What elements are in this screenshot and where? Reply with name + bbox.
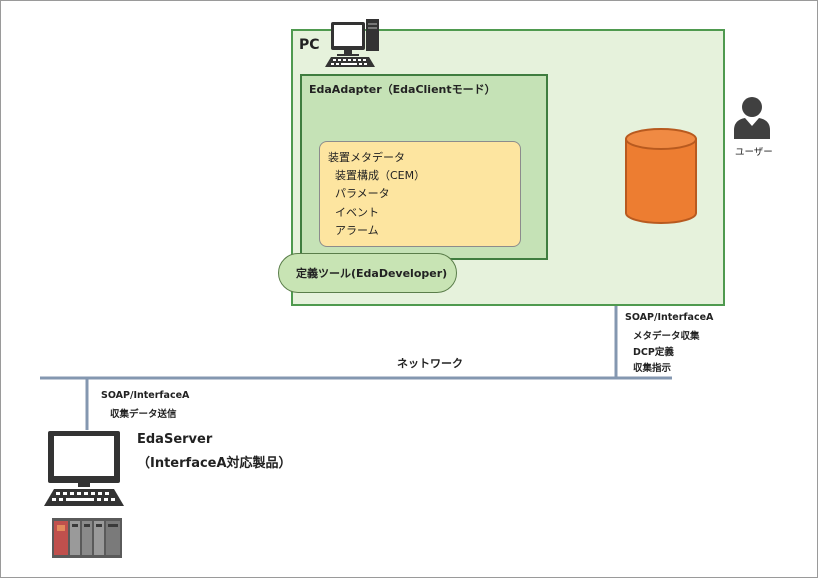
server-link-protocol: SOAP/InterfaceA xyxy=(101,390,190,401)
definition-tool-shape xyxy=(278,253,457,293)
pc-link-item: メタデータ収集 xyxy=(633,331,700,342)
equipment-icon xyxy=(52,518,122,558)
server-computer-icon xyxy=(44,431,124,506)
metadata-title: 装置メタデータ xyxy=(328,151,405,164)
metadata-box xyxy=(319,141,521,247)
metadata-item: イベント xyxy=(335,206,379,219)
pc-label: PC xyxy=(299,37,320,53)
network-label: ネットワーク xyxy=(397,357,463,370)
metadata-item: パラメータ xyxy=(335,187,390,200)
user-icon xyxy=(734,97,770,139)
server-subtitle: （InterfaceA対応製品） xyxy=(137,456,292,471)
pc-link-protocol: SOAP/InterfaceA xyxy=(625,312,714,323)
user-label: ユーザー xyxy=(735,147,773,158)
computer-icon xyxy=(325,19,379,67)
pc-link-item: 収集指示 xyxy=(633,363,672,374)
database-icon xyxy=(625,128,697,224)
pc-link-item: DCP定義 xyxy=(633,347,674,358)
eda-adapter-label: EdaAdapter（EdaClientモード） xyxy=(309,83,496,96)
definition-tool-label: 定義ツール(EdaDeveloper) xyxy=(296,267,448,280)
metadata-item: 装置構成（CEM） xyxy=(335,169,426,182)
server-link-item: 収集データ送信 xyxy=(110,409,177,420)
metadata-item: アラーム xyxy=(335,224,379,237)
server-name: EdaServer xyxy=(137,432,213,447)
